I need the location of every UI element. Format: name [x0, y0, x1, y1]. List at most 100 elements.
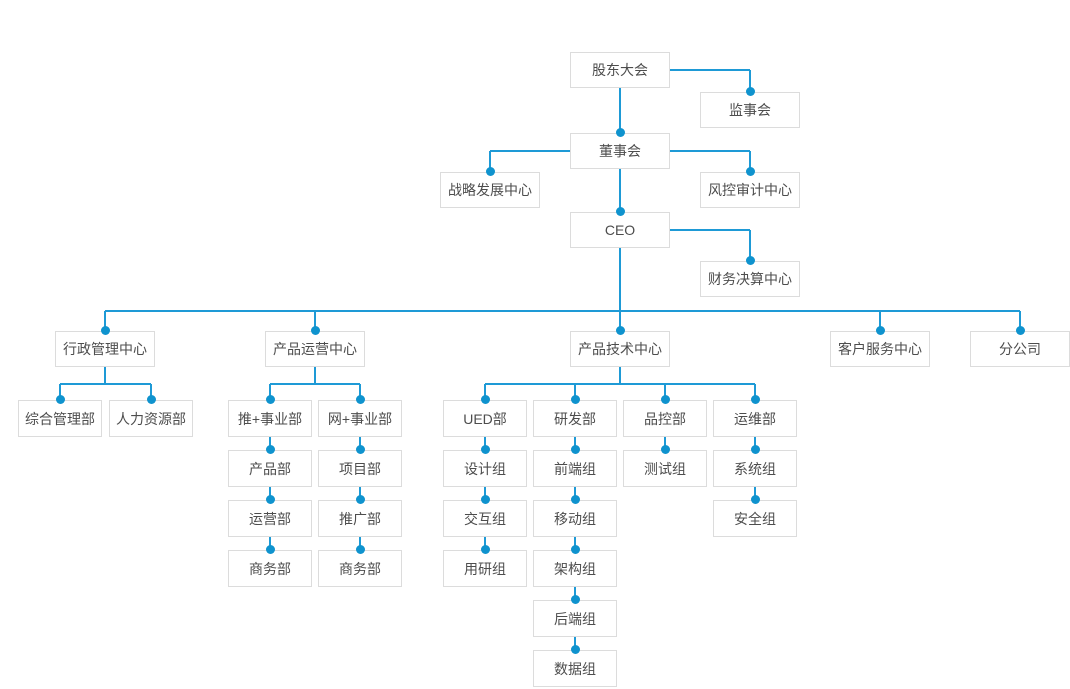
connector-dot: [570, 444, 580, 454]
connector-line: [104, 367, 106, 384]
connector-line: [664, 437, 666, 450]
connector-line: [359, 437, 361, 450]
org-node-chanpin_yunying[interactable]: 产品运营中心: [265, 331, 365, 367]
connector-dot: [745, 166, 755, 176]
connector-dot: [875, 325, 885, 335]
org-node-tuiguangbu[interactable]: 推广部: [318, 500, 402, 537]
org-node-caiwu[interactable]: 财务决算中心: [700, 261, 800, 297]
connector-dot: [570, 494, 580, 504]
org-node-xitongzu[interactable]: 系统组: [713, 450, 797, 487]
connector-line: [105, 310, 1020, 312]
connector-line: [619, 169, 621, 212]
org-node-tui[interactable]: 推+事业部: [228, 400, 312, 437]
org-node-kefu[interactable]: 客户服务中心: [830, 331, 930, 367]
org-node-fengkong[interactable]: 风控审计中心: [700, 172, 800, 208]
connector-line: [619, 367, 621, 384]
org-node-yidongzu[interactable]: 移动组: [533, 500, 617, 537]
org-node-jianshi[interactable]: 监事会: [700, 92, 800, 128]
connector-line: [670, 69, 750, 71]
org-node-anquanzu[interactable]: 安全组: [713, 500, 797, 537]
connector-dot: [570, 544, 580, 554]
org-node-yunwei[interactable]: 运维部: [713, 400, 797, 437]
connector-dot: [355, 394, 365, 404]
org-node-ceshizu[interactable]: 测试组: [623, 450, 707, 487]
org-node-shejizu[interactable]: 设计组: [443, 450, 527, 487]
connector-dot: [265, 394, 275, 404]
connector-line: [269, 537, 271, 550]
connector-dot: [745, 86, 755, 96]
connector-dot: [265, 444, 275, 454]
connector-dot: [750, 394, 760, 404]
connector-line: [314, 367, 316, 384]
connector-line: [359, 384, 361, 400]
org-node-qianduanzu[interactable]: 前端组: [533, 450, 617, 487]
connector-line: [269, 487, 271, 500]
org-node-chanpin_jishu[interactable]: 产品技术中心: [570, 331, 670, 367]
connector-line: [574, 487, 576, 500]
org-node-shangwubu1[interactable]: 商务部: [228, 550, 312, 587]
org-node-zhanlue[interactable]: 战略发展中心: [440, 172, 540, 208]
connector-dot: [745, 255, 755, 265]
connector-dot: [265, 494, 275, 504]
connector-line: [269, 384, 271, 400]
connector-dot: [480, 394, 490, 404]
org-node-shangwubu2[interactable]: 商务部: [318, 550, 402, 587]
org-node-shujuzu[interactable]: 数据组: [533, 650, 617, 687]
connector-line: [104, 311, 106, 331]
connector-line: [670, 229, 750, 231]
connector-line: [754, 437, 756, 450]
connector-line: [749, 70, 751, 92]
org-node-gudong[interactable]: 股东大会: [570, 52, 670, 88]
connector-dot: [750, 494, 760, 504]
connector-dot: [480, 544, 490, 554]
connector-line: [574, 384, 576, 400]
connector-dot: [265, 544, 275, 554]
connector-line: [664, 384, 666, 400]
connector-line: [150, 384, 152, 400]
org-node-jiaohuzu[interactable]: 交互组: [443, 500, 527, 537]
org-node-houduanzu[interactable]: 后端组: [533, 600, 617, 637]
org-node-renli[interactable]: 人力资源部: [109, 400, 193, 437]
connector-line: [619, 88, 621, 133]
org-node-fengongsi[interactable]: 分公司: [970, 331, 1070, 367]
org-node-jiagouzu[interactable]: 架构组: [533, 550, 617, 587]
connector-dot: [480, 494, 490, 504]
connector-dot: [55, 394, 65, 404]
connector-dot: [615, 206, 625, 216]
connector-line: [619, 311, 621, 331]
org-node-xiangmubu[interactable]: 项目部: [318, 450, 402, 487]
connector-dot: [355, 494, 365, 504]
org-node-wang[interactable]: 网+事业部: [318, 400, 402, 437]
connector-line: [484, 437, 486, 450]
connector-line: [314, 311, 316, 331]
connector-line: [754, 487, 756, 500]
connector-line: [359, 487, 361, 500]
connector-line: [574, 437, 576, 450]
org-node-xingzheng[interactable]: 行政管理中心: [55, 331, 155, 367]
connector-line: [574, 637, 576, 650]
connector-dot: [485, 166, 495, 176]
connector-dot: [615, 127, 625, 137]
connector-line: [489, 151, 491, 172]
org-node-zonghe[interactable]: 综合管理部: [18, 400, 102, 437]
connector-line: [270, 383, 360, 385]
org-node-ued[interactable]: UED部: [443, 400, 527, 437]
connector-line: [484, 384, 486, 400]
org-node-dongshi[interactable]: 董事会: [570, 133, 670, 169]
org-node-ceo[interactable]: CEO: [570, 212, 670, 248]
connector-dot: [660, 444, 670, 454]
org-node-yanfa[interactable]: 研发部: [533, 400, 617, 437]
connector-line: [59, 384, 61, 400]
connector-line: [60, 383, 151, 385]
org-node-chanpinbu[interactable]: 产品部: [228, 450, 312, 487]
connector-line: [269, 437, 271, 450]
connector-line: [490, 150, 570, 152]
connector-line: [484, 537, 486, 550]
org-node-yunyingbu[interactable]: 运营部: [228, 500, 312, 537]
connector-dot: [570, 644, 580, 654]
connector-line: [749, 230, 751, 261]
connector-line: [619, 248, 621, 311]
connector-dot: [310, 325, 320, 335]
org-node-pinkong[interactable]: 品控部: [623, 400, 707, 437]
org-node-yongyanzu[interactable]: 用研组: [443, 550, 527, 587]
